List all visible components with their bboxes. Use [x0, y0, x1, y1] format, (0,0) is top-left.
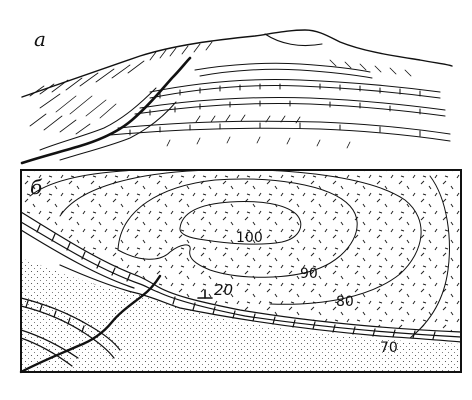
- map-frame: [20, 169, 462, 373]
- contour-label-90: 90: [300, 266, 318, 282]
- panel-a-label: а: [34, 27, 46, 51]
- stream-sketch: [20, 56, 192, 165]
- panel-b-label: б: [30, 175, 43, 199]
- contour-label-80: 80: [336, 294, 354, 310]
- dip-symbol: [197, 289, 213, 299]
- slope-hatching: [29, 41, 412, 149]
- panel-b-map: 100 90 80 70 20 б: [19, 169, 462, 374]
- contour-label-70: 70: [380, 340, 398, 356]
- contour-label-100: 100: [236, 230, 263, 246]
- dip-label: 20: [214, 281, 233, 299]
- contour-100-line: [179, 201, 302, 245]
- contour-90-line: [117, 178, 358, 278]
- stream-map: [19, 274, 162, 374]
- contour-80-line: [59, 169, 422, 305]
- outcrop-terraces: [109, 62, 451, 142]
- outcrop-band: [20, 211, 462, 367]
- lower-unit-pattern: [21, 258, 461, 372]
- panel-a-sketch: а: [20, 27, 453, 165]
- hill-outline: [21, 29, 453, 98]
